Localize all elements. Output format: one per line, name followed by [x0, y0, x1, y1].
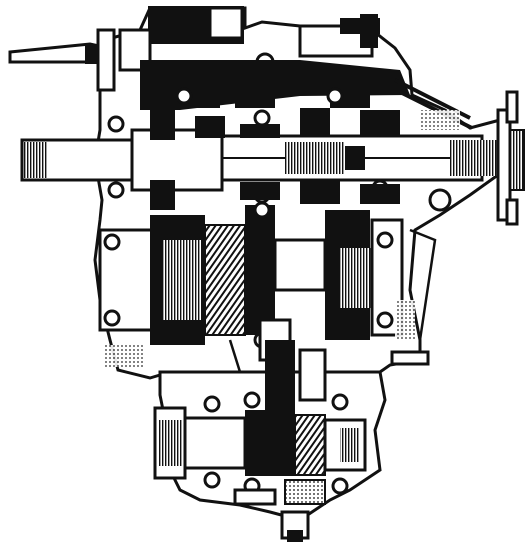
rear-output-flange — [496, 90, 525, 226]
top-cover — [118, 6, 380, 72]
input-shaft — [20, 128, 500, 192]
front-output-shaft — [153, 406, 367, 480]
front-output-bearings — [203, 391, 349, 495]
upper-gear-blocks — [150, 108, 400, 210]
drive-chain-line — [228, 228, 437, 373]
drain-plug — [233, 479, 326, 542]
casting-texture — [105, 110, 460, 367]
shift-lever — [8, 28, 116, 92]
idler-column — [265, 340, 327, 410]
